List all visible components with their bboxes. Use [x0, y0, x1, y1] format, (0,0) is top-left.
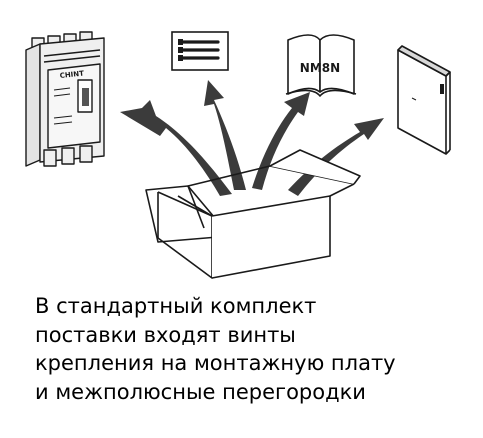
open-box-icon — [145, 149, 361, 279]
delivery-contents-caption: В стандартный комплект поставки входят в… — [35, 292, 475, 406]
breaker-brand-label: CHINT — [59, 69, 84, 80]
manual-title: NM8N — [300, 61, 340, 75]
screws-pack-icon — [171, 31, 229, 71]
caption-line-4: и межполюсные перегородки — [35, 379, 366, 404]
caption-line-1: В стандартный комплект — [35, 294, 317, 318]
circuit-breaker-icon — [25, 31, 105, 167]
caption-line-2: поставки входят винты — [35, 322, 296, 347]
manual-book-icon — [285, 34, 357, 97]
caption-line-3: крепления на монтажную плату — [35, 351, 396, 375]
arrow-icon — [120, 80, 384, 196]
phase-barrier-icon — [397, 45, 451, 155]
contents-illustration: CHINT NM8N — [25, 31, 451, 279]
